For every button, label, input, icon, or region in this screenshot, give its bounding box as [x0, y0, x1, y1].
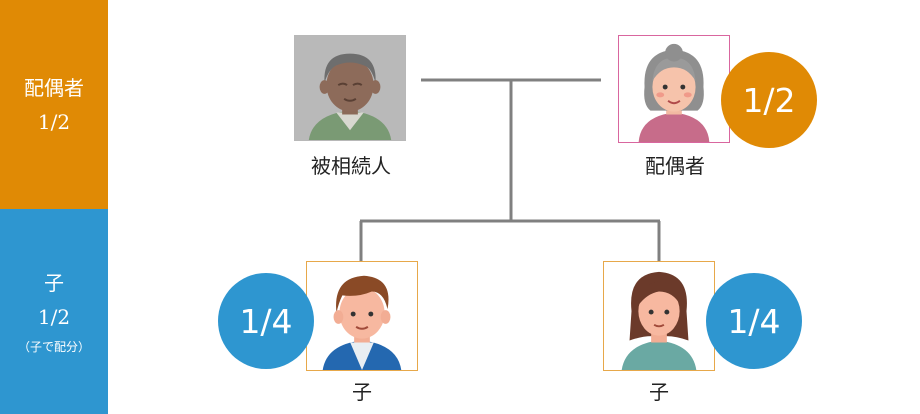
young-woman-icon: [604, 262, 714, 370]
deceased-portrait: [294, 35, 406, 141]
deceased-label: 被相続人: [311, 154, 391, 178]
elderly-woman-icon: [619, 36, 729, 142]
spouse-band-share: 1/2: [37, 109, 71, 134]
child-share-band: 子 1/2 （子で配分）: [0, 209, 108, 414]
child2-portrait: [603, 261, 715, 371]
child-band-title: 子: [44, 270, 64, 295]
child2-share-badge: 1/4: [706, 273, 802, 369]
child2-label: 子: [649, 380, 669, 404]
spouse-label: 配偶者: [645, 154, 705, 178]
spouse-portrait: [618, 35, 730, 143]
child1-share-badge: 1/4: [218, 273, 314, 369]
child-band-note: （子で配分）: [17, 339, 90, 354]
child1-portrait: [306, 261, 418, 371]
spouse-band-title: 配偶者: [24, 75, 84, 100]
spouse-share-badge: 1/2: [721, 52, 817, 148]
elderly-man-icon: [295, 36, 405, 140]
child1-label: 子: [352, 380, 372, 404]
spouse-share-band: 配偶者 1/2: [0, 0, 108, 209]
child-band-share: 1/2: [37, 304, 71, 329]
young-man-icon: [307, 262, 417, 370]
